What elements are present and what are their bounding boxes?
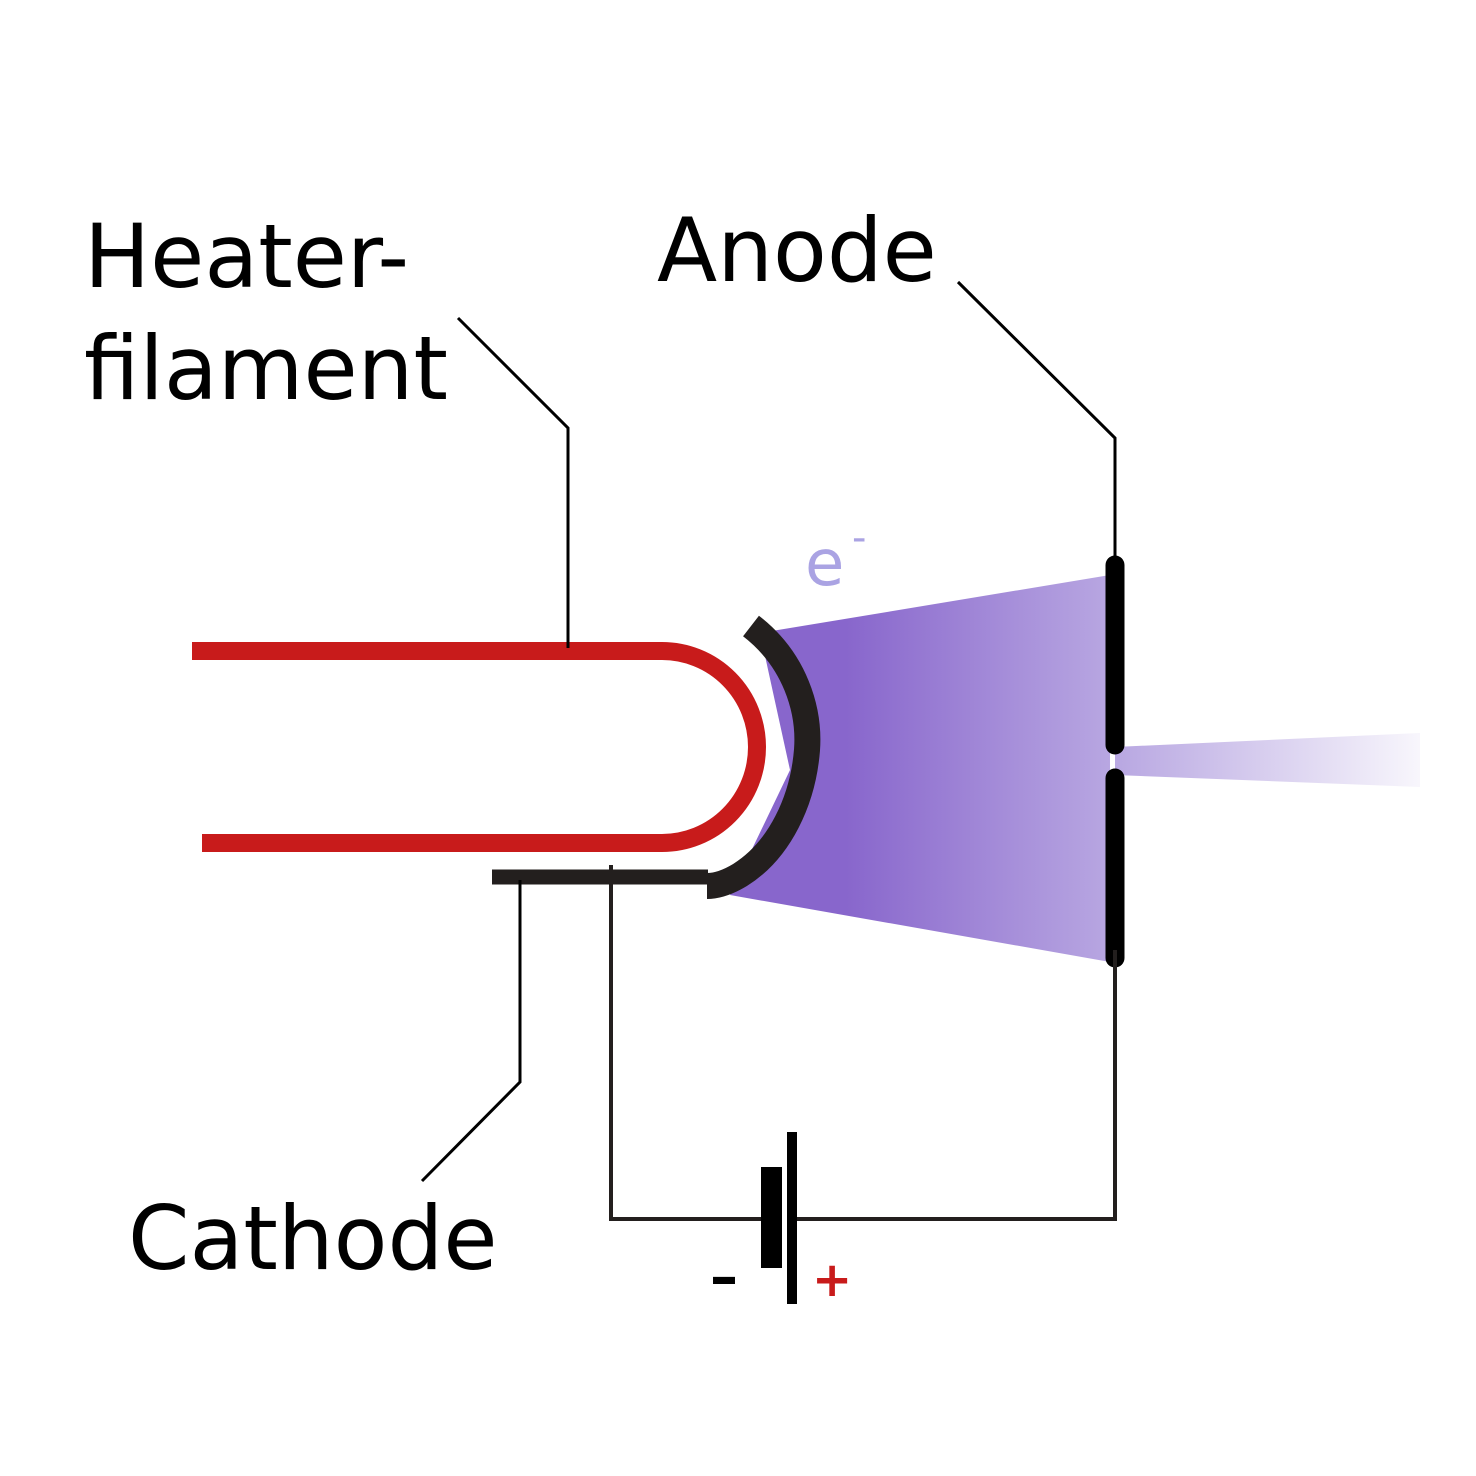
heater-filament	[192, 642, 766, 852]
circuit-wire-anode	[792, 950, 1117, 1221]
anode-label: Anode	[657, 199, 937, 302]
cathode-leader-line	[420, 880, 522, 1183]
battery-negative-sign: –	[710, 1245, 738, 1310]
battery-positive-sign: +	[812, 1252, 852, 1308]
heater-leader-line	[456, 316, 570, 648]
cathode-label: Cathode	[128, 1187, 498, 1290]
circuit-wire-cathode	[609, 865, 770, 1221]
electron-label: e	[805, 527, 844, 601]
battery-positive-plate	[787, 1132, 797, 1304]
electron-charge: -	[852, 515, 866, 561]
cathode-cup	[706, 615, 821, 899]
heater-label-line1: Heater-	[84, 205, 409, 308]
battery-negative-plate	[761, 1167, 782, 1268]
exit-beam	[1115, 733, 1420, 787]
heater-label-line2: filament	[84, 317, 448, 420]
electron-beam	[730, 575, 1110, 962]
anode-leader-line	[956, 280, 1117, 565]
electron-symbol: e	[805, 527, 844, 601]
